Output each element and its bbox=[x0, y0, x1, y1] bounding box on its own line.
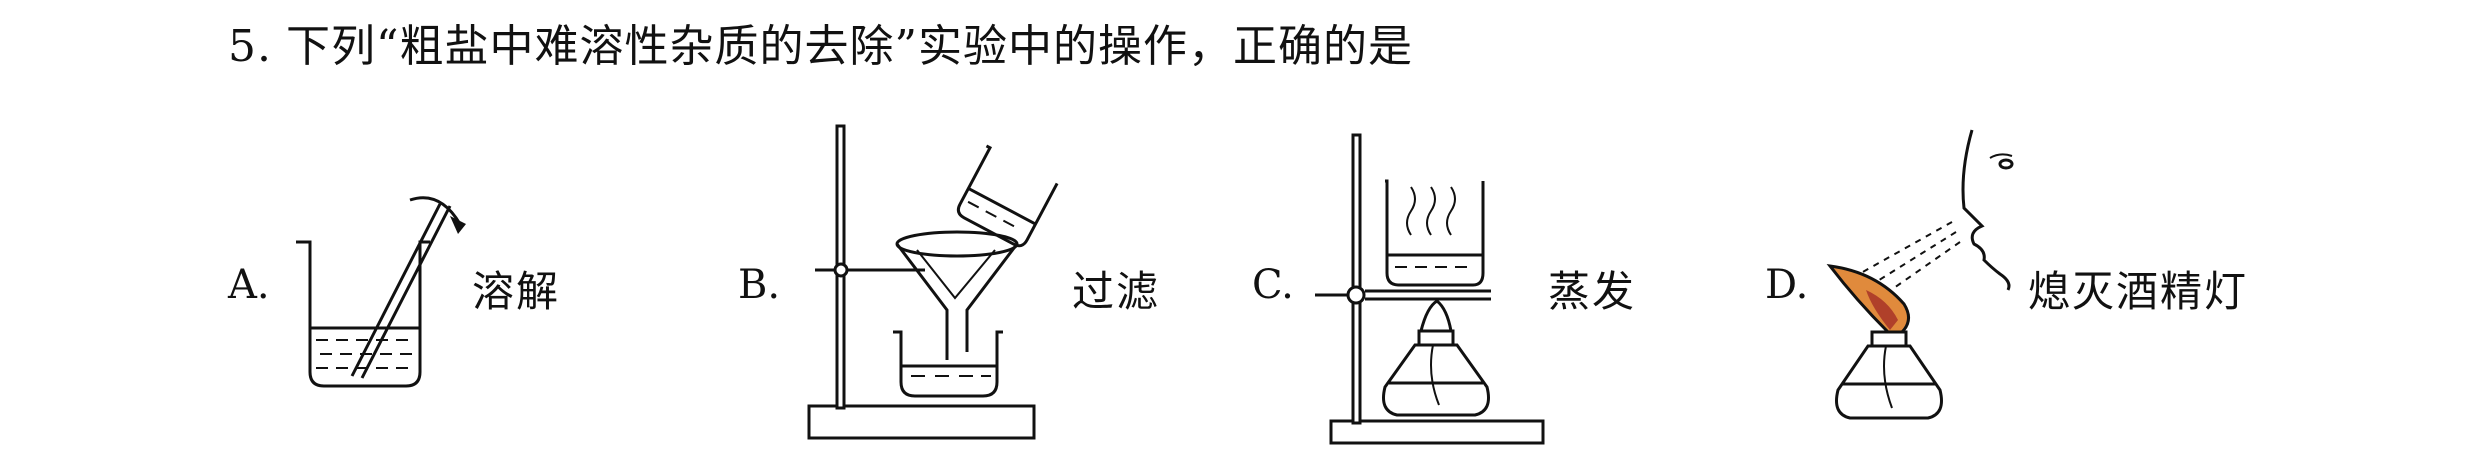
option-c-letter: C. bbox=[1252, 262, 1294, 308]
question-number: 5. bbox=[228, 21, 272, 72]
option-c-figure-evaporation bbox=[1315, 125, 1545, 450]
question-text: 下列“粗盐中难溶性杂质的去除”实验中的操作，正确的是 bbox=[285, 21, 1413, 72]
option-a-figure-beaker bbox=[290, 180, 466, 400]
option-d-letter: D. bbox=[1765, 262, 1809, 308]
option-b-label: 过滤 bbox=[1072, 267, 1161, 316]
option-d-label: 熄灭酒精灯 bbox=[2028, 267, 2249, 316]
option-d-figure-blowing-lamp bbox=[1822, 122, 2047, 452]
option-a-letter: A. bbox=[228, 262, 270, 308]
option-b-figure-filtration bbox=[805, 120, 1065, 450]
option-b-letter: B. bbox=[738, 262, 781, 308]
option-a-label: 溶解 bbox=[472, 267, 561, 316]
option-c-label: 蒸发 bbox=[1548, 267, 1637, 316]
question-stem: 5. 下列“粗盐中难溶性杂质的去除”实验中的操作，正确的是 bbox=[228, 10, 1413, 74]
